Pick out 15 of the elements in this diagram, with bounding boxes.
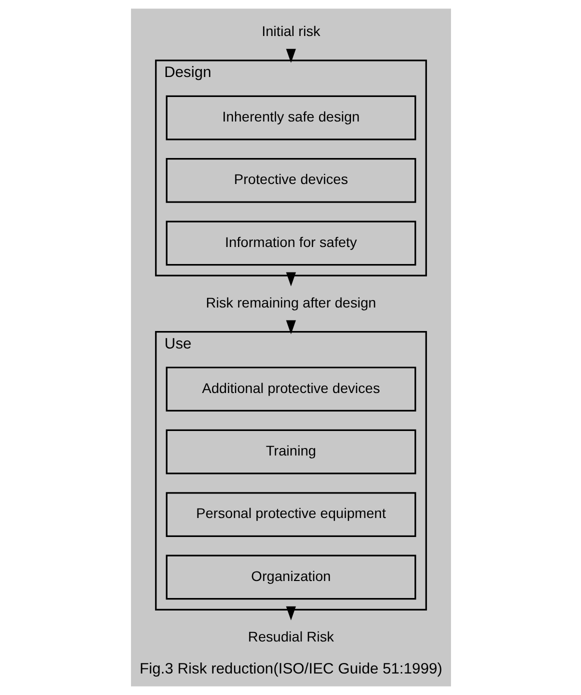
node-text: Risk remaining after design xyxy=(205,294,376,310)
caption: Fig.3 Risk reduction(ISO/IEC Guide 51:1999) xyxy=(139,660,442,678)
arrow xyxy=(286,606,296,620)
node-text: Resudial Risk xyxy=(248,628,334,644)
arrow xyxy=(286,48,296,63)
node-box: Personal protective equipment xyxy=(165,492,416,537)
node-box: Additional protective devices xyxy=(165,366,416,412)
node-box: Information for safety xyxy=(165,220,416,266)
arrow xyxy=(286,272,296,286)
node-box: Organization xyxy=(165,554,416,600)
node-box: Protective devices xyxy=(165,158,416,203)
node-text: Initial risk xyxy=(261,23,320,40)
node-box: Training xyxy=(165,429,416,474)
node-box: Inherently safe design xyxy=(165,95,416,140)
arrow xyxy=(286,320,296,334)
